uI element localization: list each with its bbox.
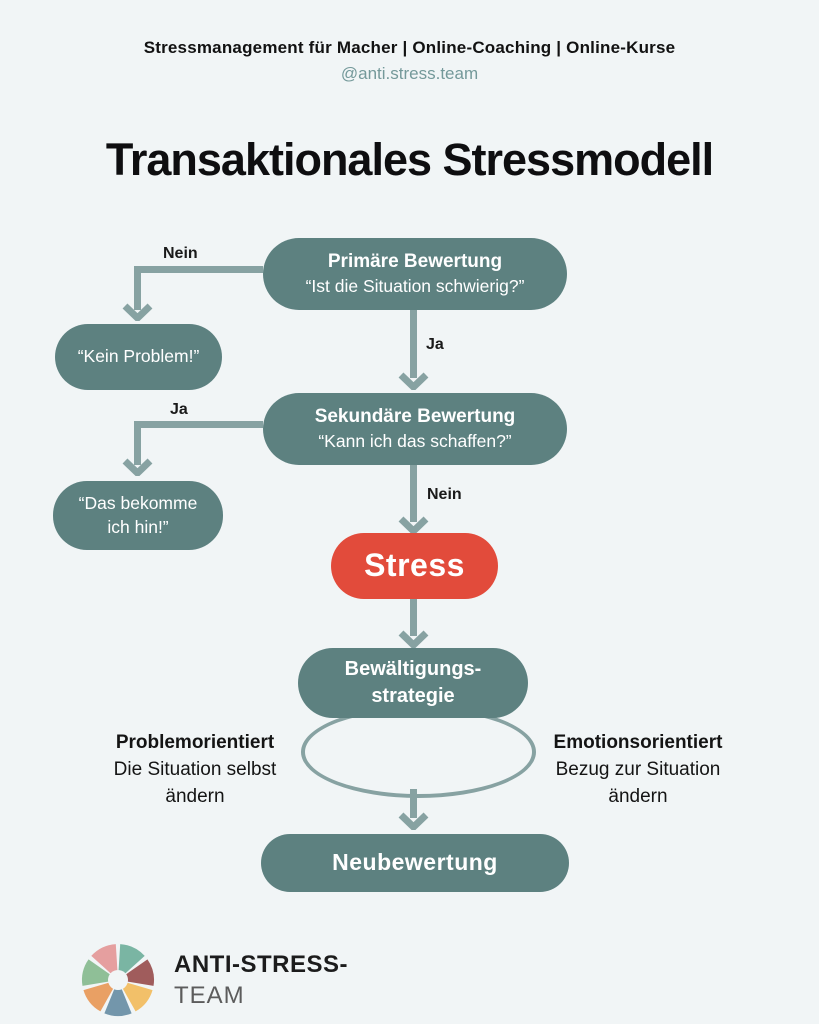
- arrowhead-to-reappraisal: [398, 812, 429, 830]
- arrowhead-to-cando: [122, 458, 153, 476]
- instagram-handle: @anti.stress.team: [340, 64, 479, 83]
- node-primary-subtitle: “Ist die Situation schwierig?”: [305, 276, 525, 296]
- side-note-problem-title: Problemorientiert: [115, 732, 275, 753]
- node-can-do: “Das bekomme ich hin!”: [53, 481, 223, 550]
- brand-line1: ANTI-STRESS-: [174, 950, 348, 978]
- brand-footer: ANTI-STRESS- TEAM: [80, 942, 348, 1018]
- node-can-do-line1: “Das bekomme: [78, 492, 198, 513]
- edge-label-nein-1: Nein: [163, 245, 198, 262]
- header-tagline: Stressmanagement für Macher | Online-Coa…: [143, 38, 676, 57]
- node-secondary-title: Sekundäre Bewertung: [314, 406, 516, 428]
- node-can-do-line2: ich hin!”: [107, 516, 169, 537]
- node-stress: Stress: [331, 533, 498, 599]
- connector-secondary-cando-h: [134, 421, 263, 428]
- connector-primary-secondary: [410, 310, 417, 378]
- connector-secondary-stress: [410, 465, 417, 522]
- page-title: Transaktionales Stressmodell: [105, 134, 714, 185]
- edge-label-ja-1: Ja: [426, 336, 444, 353]
- side-note-emotion-oriented: Emotionsorientiert Bezug zur Situation ä…: [523, 730, 753, 811]
- node-primary-title: Primäre Bewertung: [327, 251, 503, 273]
- arrowhead-to-stress: [398, 516, 429, 534]
- node-primary-appraisal: Primäre Bewertung “Ist die Situation sch…: [263, 238, 567, 310]
- side-note-emotion-title: Emotionsorientiert: [553, 732, 723, 753]
- edge-label-nein-2: Nein: [427, 486, 462, 503]
- side-note-emotion-line2: ändern: [608, 785, 668, 807]
- arrowhead-to-secondary: [398, 372, 429, 390]
- edge-label-ja-2: Ja: [170, 401, 188, 418]
- node-no-problem: “Kein Problem!”: [55, 324, 222, 390]
- side-note-problem-line1: Die Situation selbst: [113, 758, 277, 780]
- arrowhead-to-coping: [398, 630, 429, 648]
- node-coping-line1: Bewältigungs-: [344, 658, 482, 680]
- node-secondary-appraisal: Sekundäre Bewertung “Kann ich das schaff…: [263, 393, 567, 465]
- node-coping-strategy: Bewältigungs- strategie: [298, 648, 528, 718]
- side-note-problem-oriented: Problemorientiert Die Situation selbst ä…: [80, 730, 310, 811]
- connector-primary-noproblem-h: [134, 266, 263, 273]
- node-reappraisal: Neubewertung: [261, 834, 569, 892]
- header: Stressmanagement für Macher | Online-Coa…: [0, 38, 819, 84]
- node-coping-line2: strategie: [371, 685, 455, 707]
- side-note-problem-line2: ändern: [165, 785, 225, 807]
- connector-secondary-cando-v: [134, 421, 141, 465]
- anti-stress-team-logo-icon: [82, 944, 154, 1016]
- connector-stress-coping: [410, 599, 417, 636]
- coping-paths-ellipse: [301, 706, 536, 798]
- side-note-emotion-line1: Bezug zur Situation: [555, 758, 721, 780]
- node-secondary-subtitle: “Kann ich das schaffen?”: [318, 431, 512, 451]
- node-reappraisal-label: Neubewertung: [332, 849, 498, 876]
- node-no-problem-label: “Kein Problem!”: [77, 346, 200, 367]
- connector-ellipse-reappraisal: [410, 789, 417, 818]
- node-stress-label: Stress: [364, 547, 465, 584]
- brand-line2: TEAM: [174, 981, 245, 1009]
- brand-name: ANTI-STRESS- TEAM: [174, 951, 348, 1010]
- arrowhead-to-noproblem: [122, 303, 153, 321]
- connector-primary-noproblem-v: [134, 266, 141, 310]
